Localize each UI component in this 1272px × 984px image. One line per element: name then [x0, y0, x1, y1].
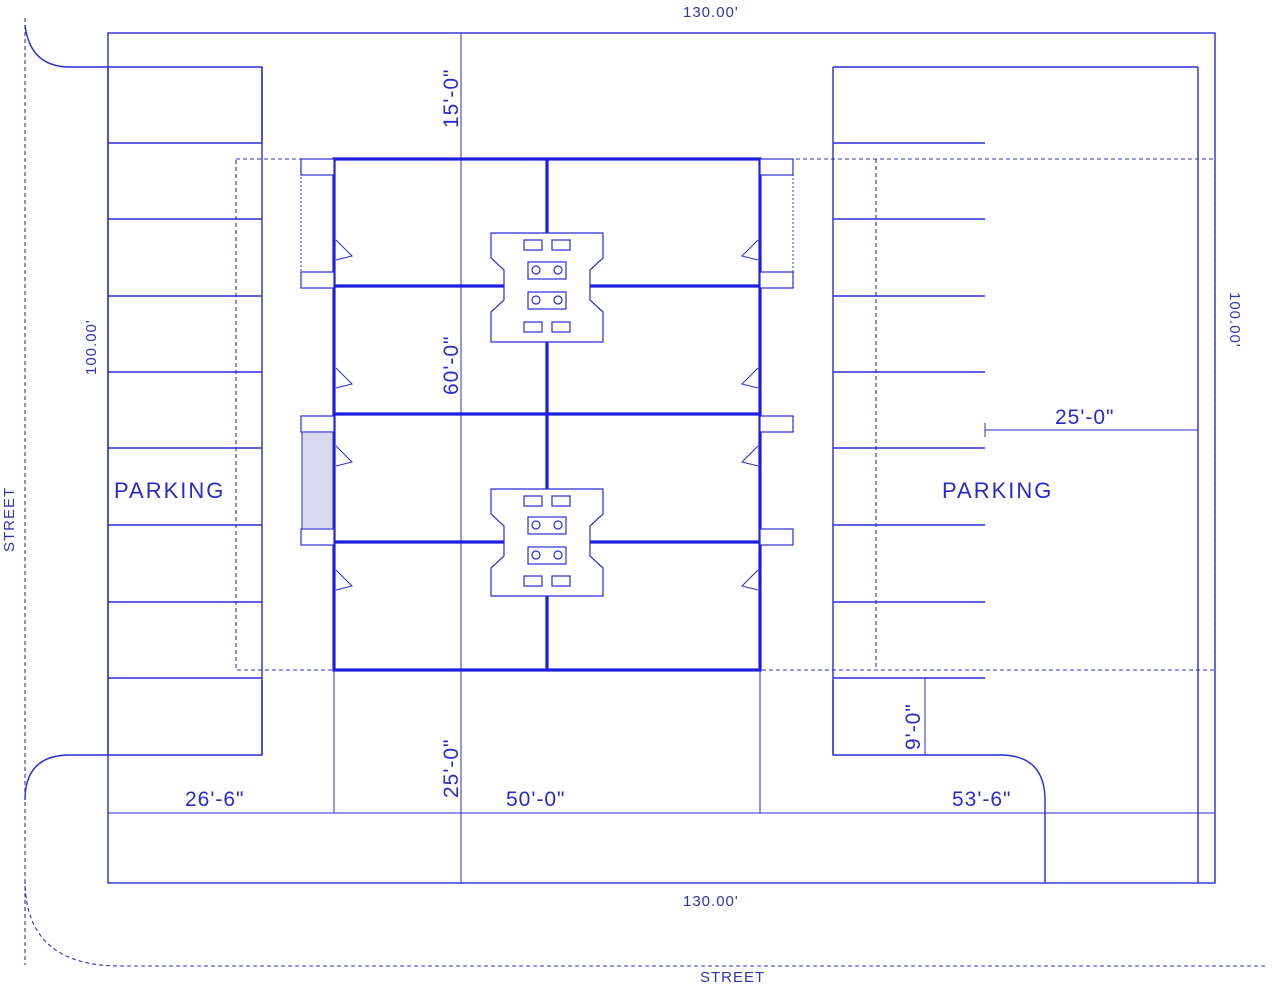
dim-stall-width: 9'-0": [902, 703, 925, 750]
dim-left-depth: 100.00': [83, 319, 100, 375]
driveway-top-left: [24, 24, 263, 143]
dim-right-offset: 53'-6": [952, 788, 1012, 811]
dim-right-depth: 100.00': [1226, 292, 1243, 348]
dim-parking-depth: 25'-0": [1055, 406, 1115, 429]
dim-bottom-width: 130.00': [683, 893, 739, 910]
dim-top-width: 130.00': [683, 4, 739, 21]
driveway-bottom-right: [832, 680, 1046, 883]
right-parking: [832, 66, 1199, 883]
dim-building-depth: 60'-0": [440, 336, 463, 396]
street-label-bottom: STREET: [700, 969, 765, 984]
driveway-bottom-left: [24, 680, 263, 801]
building: [300, 157, 794, 672]
street-curb-bottom: [24, 879, 1265, 967]
dim-left-offset: 26'-6": [185, 788, 245, 811]
street-label-left: STREET: [1, 487, 18, 552]
restroom-core-upper: [490, 232, 604, 343]
dim-building-width: 50'-0": [506, 788, 566, 811]
parking-label-left: PARKING: [114, 478, 225, 503]
dim-rear-setback: 25'-0": [440, 739, 463, 799]
building-setback-envelope: [235, 158, 1216, 671]
dim-front-setback: 15'-0": [440, 69, 463, 129]
hatched-entry: [301, 431, 334, 530]
left-parking: [107, 67, 263, 755]
restroom-core-lower: [490, 488, 604, 597]
dimension-lines: [108, 33, 1215, 883]
parking-label-right: PARKING: [942, 478, 1053, 503]
